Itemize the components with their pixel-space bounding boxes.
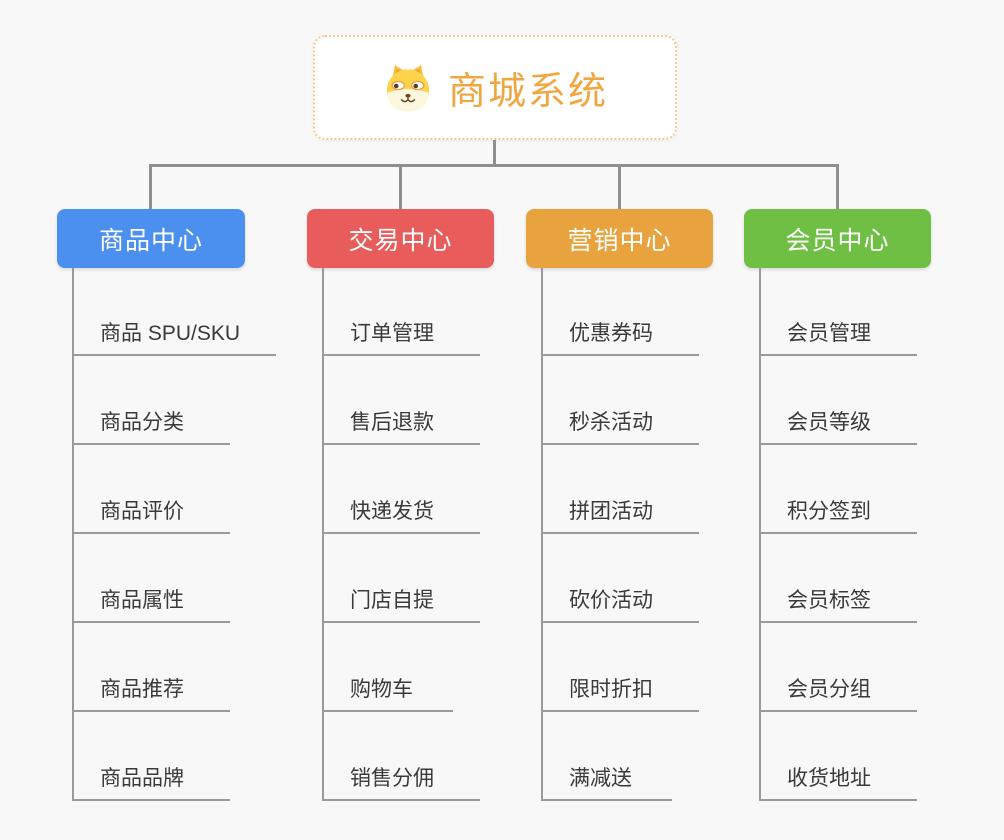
leaf-product-brand[interactable]: 商品品牌 xyxy=(72,759,230,801)
leaf-product-attribute[interactable]: 商品属性 xyxy=(72,581,230,623)
branch-node-member-center[interactable]: 会员中心 xyxy=(744,209,931,268)
leaf-express-delivery[interactable]: 快递发货 xyxy=(322,492,480,534)
leaf-flash-sale[interactable]: 秒杀活动 xyxy=(541,403,699,445)
leaf-product-spu-sku[interactable]: 商品 SPU/SKU xyxy=(72,314,276,356)
branch-vertical-connector xyxy=(541,268,543,801)
leaf-member-tag[interactable]: 会员标签 xyxy=(759,581,917,623)
leaf-product-category[interactable]: 商品分类 xyxy=(72,403,230,445)
connector-drop-trade xyxy=(399,164,402,209)
dog-face-icon xyxy=(386,64,430,112)
connector-root-stub xyxy=(493,140,496,165)
branch-vertical-connector xyxy=(759,268,761,801)
leaf-coupon-code[interactable]: 优惠券码 xyxy=(541,314,699,356)
root-title: 商城系统 xyxy=(447,71,608,113)
branch-node-trade-center[interactable]: 交易中心 xyxy=(307,209,494,268)
connector-drop-member xyxy=(836,164,839,209)
leaf-sales-commission[interactable]: 销售分佣 xyxy=(322,759,480,801)
leaf-member-level[interactable]: 会员等级 xyxy=(759,403,917,445)
branch-vertical-connector xyxy=(322,268,324,801)
branch-node-product-center[interactable]: 商品中心 xyxy=(57,209,245,268)
leaf-bargain-activity[interactable]: 砍价活动 xyxy=(541,581,699,623)
leaf-product-recommend[interactable]: 商品推荐 xyxy=(72,670,230,712)
leaf-group-buy[interactable]: 拼团活动 xyxy=(541,492,699,534)
leaf-shopping-cart[interactable]: 购物车 xyxy=(322,670,453,712)
branch-vertical-connector xyxy=(72,268,74,801)
root-node[interactable]: 商城系统 xyxy=(313,35,677,140)
leaf-order-management[interactable]: 订单管理 xyxy=(322,314,480,356)
leaf-shipping-address[interactable]: 收货地址 xyxy=(759,759,917,801)
leaf-time-limited-discount[interactable]: 限时折扣 xyxy=(541,670,699,712)
leaf-member-group[interactable]: 会员分组 xyxy=(759,670,917,712)
branch-node-marketing-center[interactable]: 营销中心 xyxy=(526,209,713,268)
connector-horizontal xyxy=(149,164,839,167)
leaf-store-pickup[interactable]: 门店自提 xyxy=(322,581,480,623)
leaf-product-review[interactable]: 商品评价 xyxy=(72,492,230,534)
leaf-aftersale-refund[interactable]: 售后退款 xyxy=(322,403,480,445)
leaf-points-checkin[interactable]: 积分签到 xyxy=(759,492,917,534)
connector-drop-marketing xyxy=(618,164,621,209)
leaf-full-reduction[interactable]: 满减送 xyxy=(541,759,672,801)
leaf-member-management[interactable]: 会员管理 xyxy=(759,314,917,356)
connector-drop-product xyxy=(149,164,152,209)
